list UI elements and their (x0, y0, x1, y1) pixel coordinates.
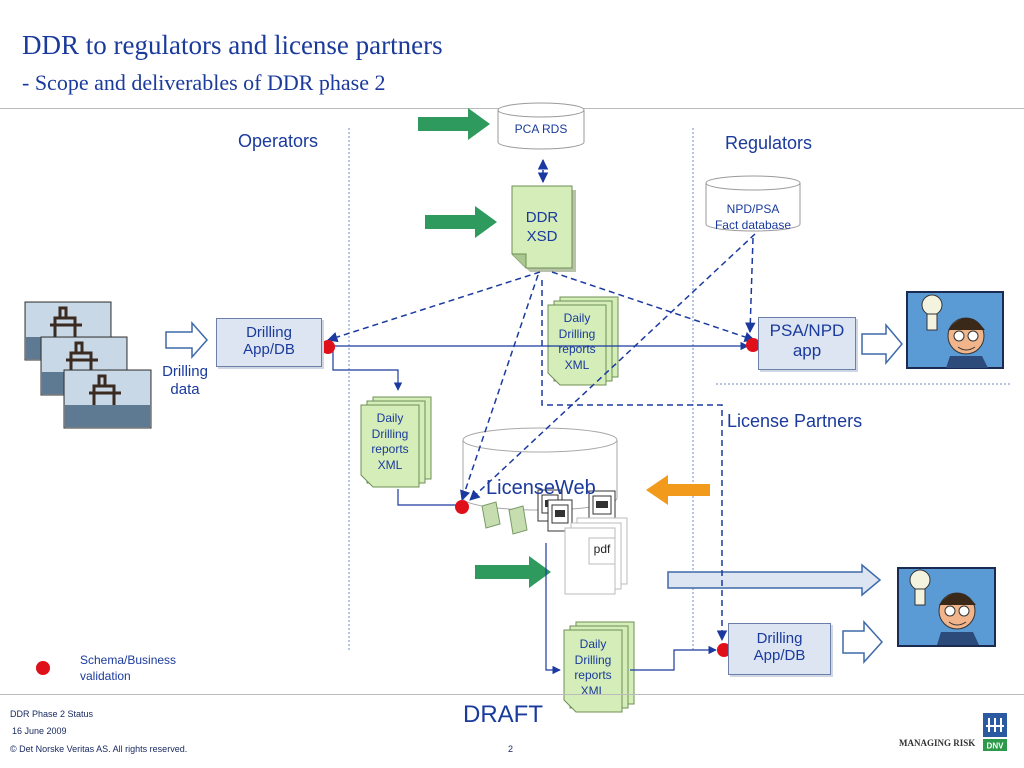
daily-reports-stack-top (547, 296, 619, 386)
solid-flows (332, 341, 749, 675)
validation-dot-operator (321, 340, 335, 354)
drilling-app-partner-box: Drilling App/DB (728, 623, 831, 675)
drilling-data-line1: Drilling (162, 363, 208, 380)
npd-psa-line2: Fact database (714, 217, 792, 232)
green-arrow-ddr-xsd (425, 206, 497, 238)
column-license-partners: License Partners (727, 411, 863, 431)
person-lightbulb-icon-regulators (906, 291, 1004, 369)
daily-reports-top-line2: Drilling (558, 326, 596, 341)
ddr-xsd-label: DDR XSD (512, 209, 572, 247)
page-title: DDR to regulators and license partners (22, 30, 443, 60)
drilling-app-partner-line1: Drilling (756, 630, 803, 647)
psa-npd-app-line2: app (792, 340, 822, 360)
rig-photo-3 (63, 369, 152, 429)
license-doc-icons (481, 489, 616, 535)
column-regulators: Regulators (725, 133, 813, 153)
daily-reports-top-line1: Daily (563, 311, 591, 325)
drilling-data-line2: data (170, 381, 200, 398)
legend-validation-line2: validation (80, 668, 131, 683)
arrow-drilling-data-in (165, 321, 209, 359)
pca-rds-database (497, 102, 585, 150)
drilling-app-operator-line1: Drilling (246, 324, 292, 341)
daily-reports-bottom-line3: reports (574, 668, 612, 683)
ddr-xsd-document (511, 185, 576, 272)
arrow-psa-app-out (861, 322, 903, 366)
validation-dot-partner (717, 643, 731, 657)
footer-divider (0, 694, 1024, 695)
dashed-flows (327, 233, 756, 642)
drilling-app-operator-line2: App/DB (243, 341, 295, 359)
daily-reports-bottom-line2: Drilling (574, 652, 612, 667)
legend-validation-line1: Schema/Business (80, 653, 177, 667)
dnv-logo-text: DNV (987, 742, 1005, 751)
daily-reports-mid-line4: XML (377, 457, 403, 472)
validation-dot-regulator (746, 338, 760, 352)
daily-reports-top-label: Daily Drilling reports XML (548, 311, 606, 373)
arrow-partner-app-out (842, 620, 884, 664)
daily-reports-bottom-label: Daily Drilling reports XML (564, 637, 622, 699)
drilling-data-label: Drilling data (152, 363, 218, 399)
validation-dot-licenseweb (455, 500, 469, 514)
green-arrow-pdf (475, 556, 551, 588)
licenseweb-label: LicenseWeb (486, 477, 596, 499)
daily-reports-mid-line3: reports (371, 442, 409, 457)
green-arrow-pca-rds (418, 108, 490, 140)
daily-reports-mid-label: Daily Drilling reports XML (361, 411, 419, 473)
footer-presentation-name: DDR Phase 2 Status (10, 709, 94, 719)
footer-brand: MANAGING RISK (899, 738, 976, 748)
footer-page-number: 2 (508, 744, 514, 754)
dnv-logo-icon: DNV (983, 713, 1007, 751)
footer-copyright: © Det Norske Veritas AS. All rights rese… (10, 744, 188, 754)
daily-reports-stack-mid (360, 396, 432, 488)
daily-reports-mid-line2: Drilling (371, 426, 409, 441)
pca-rds-label: PCA RDS (514, 122, 568, 136)
daily-reports-bottom-line4: XML (580, 683, 606, 698)
footer-date: 16 June 2009 (12, 726, 67, 736)
psa-npd-app-line1: PSA/NPD (769, 321, 845, 340)
npd-psa-line1: NPD/PSA (726, 202, 780, 216)
drilling-app-partner-line2: App/DB (753, 647, 806, 665)
legend-validation-dot (36, 661, 50, 675)
legend-validation-label: Schema/Business validation (80, 653, 176, 684)
orange-arrow-licenseweb (646, 475, 710, 505)
arrow-licenseweb-out (667, 563, 882, 597)
daily-reports-top-line4: XML (564, 357, 590, 372)
column-operators: Operators (238, 131, 319, 151)
page-subtitle: - Scope and deliverables of DDR phase 2 (22, 70, 386, 95)
ddr-xsd-line2: XSD (526, 227, 558, 245)
psa-npd-app-box: PSA/NPD app (758, 317, 856, 370)
draft-watermark: DRAFT (463, 701, 543, 728)
pdf-label: pdf (593, 542, 611, 556)
pdf-document-stack (564, 517, 628, 595)
person-lightbulb-icon-partners (897, 567, 996, 647)
ddr-xsd-line1: DDR (525, 209, 559, 226)
npd-psa-label: NPD/PSA Fact database (706, 202, 800, 233)
daily-reports-bottom-line1: Daily (579, 637, 607, 651)
daily-reports-top-line3: reports (558, 342, 596, 357)
daily-reports-mid-line1: Daily (376, 411, 404, 425)
npd-psa-database (705, 175, 801, 232)
drilling-app-operator-box: Drilling App/DB (216, 318, 322, 367)
